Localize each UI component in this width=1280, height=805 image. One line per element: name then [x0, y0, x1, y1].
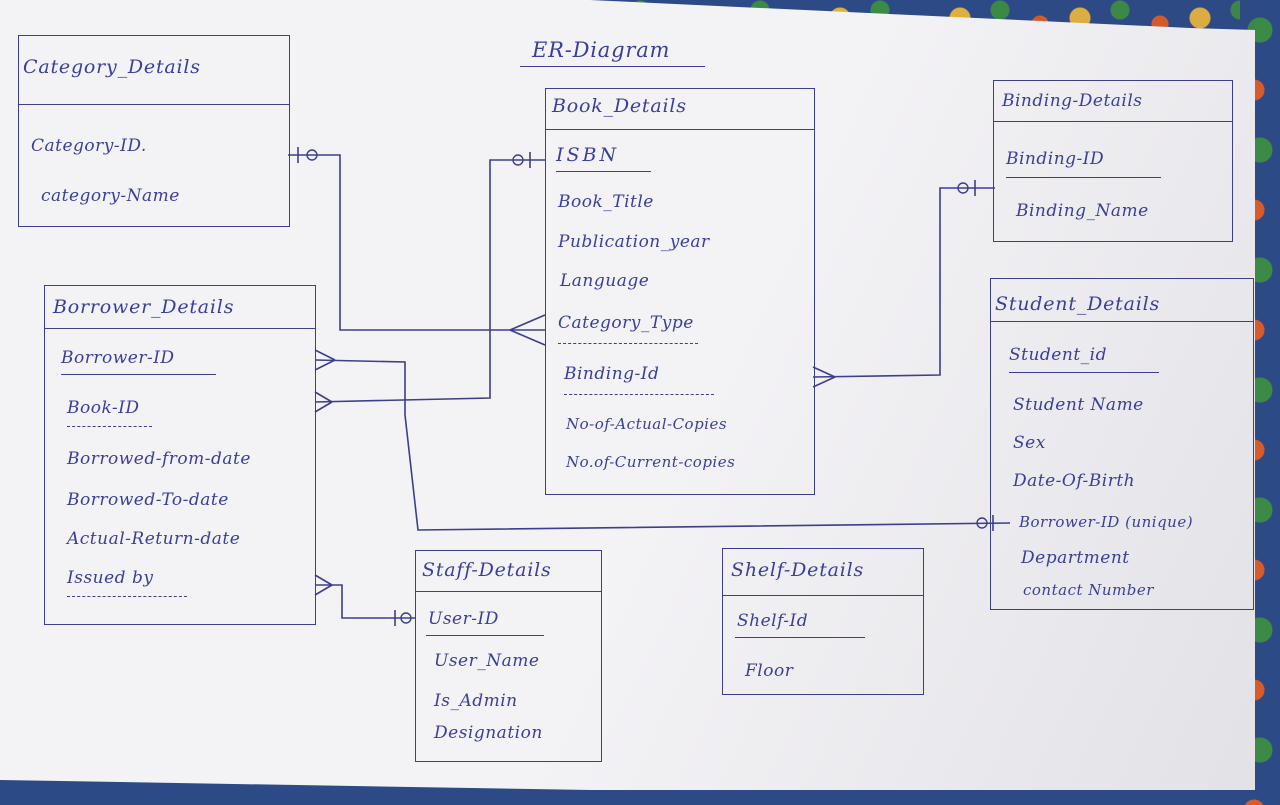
- entity-header: [991, 321, 1253, 322]
- fk-underline: [67, 596, 187, 597]
- attr-book-id: Book-ID: [67, 398, 140, 418]
- entity-name: Binding-Details: [1002, 91, 1143, 111]
- fk-underline: [67, 426, 152, 427]
- rel-borrower-staff: [315, 584, 415, 619]
- attr-designation: Designation: [434, 723, 543, 743]
- entity-name: Staff-Details: [422, 559, 552, 581]
- entity-name: Book_Details: [552, 95, 687, 117]
- entity-header: [723, 549, 923, 596]
- entity-header: [994, 81, 1232, 122]
- pk-underline: [61, 374, 216, 375]
- entity-category-details: Category_Details Category-ID. category-N…: [18, 35, 290, 227]
- attr-department: Department: [1021, 548, 1130, 568]
- entity-header: [45, 328, 315, 329]
- attr-borrowed-from-date: Borrowed-from-date: [67, 449, 251, 469]
- pk-underline: [556, 171, 651, 172]
- attr-floor: Floor: [745, 661, 794, 681]
- attr-binding-id: Binding-Id: [564, 364, 660, 384]
- title-underline: [520, 66, 705, 67]
- entity-binding-details: Binding-Details Binding-ID Binding_Name: [993, 80, 1233, 242]
- entity-header: [416, 551, 601, 592]
- entity-shelf-details: Shelf-Details Shelf-Id Floor: [722, 548, 924, 695]
- attr-date-of-birth: Date-Of-Birth: [1013, 471, 1136, 491]
- rel-borrower-student: [314, 359, 1011, 531]
- rel-binding-book: [812, 187, 995, 378]
- entity-borrower-details: Borrower_Details Borrower-ID Book-ID Bor…: [44, 285, 316, 625]
- attr-language: Language: [560, 271, 650, 291]
- attr-user-name: User_Name: [434, 651, 540, 671]
- fk-underline: [558, 343, 698, 344]
- paper-sheet: [0, 0, 1255, 790]
- attr-category-id: Category-ID.: [31, 136, 147, 156]
- pk-underline: [426, 635, 544, 636]
- attr-publication-year: Publication_year: [558, 232, 710, 252]
- fk-underline: [564, 394, 714, 395]
- entity-name: Borrower_Details: [53, 296, 235, 318]
- rel-category-book: [288, 154, 545, 331]
- attr-no-of-actual-copies: No-of-Actual-Copies: [566, 415, 728, 433]
- entity-student-details: Student_Details Student_id Student Name …: [990, 278, 1254, 610]
- entity-name: Category_Details: [23, 56, 201, 78]
- rel-book-borrower: [314, 159, 545, 403]
- attr-borrowed-to-date: Borrowed-To-date: [67, 490, 229, 510]
- pk-underline: [1006, 177, 1161, 178]
- attr-contact-number: contact Number: [1023, 581, 1154, 599]
- entity-name: Student_Details: [995, 293, 1161, 315]
- attr-borrower-id: Borrower-ID: [61, 348, 175, 368]
- diagram-title: ER-Diagram: [532, 38, 671, 62]
- entity-header: [546, 89, 814, 130]
- attr-binding-id: Binding-ID: [1006, 149, 1105, 169]
- attr-category-type: Category_Type: [558, 313, 694, 333]
- entity-header: [19, 36, 289, 105]
- attr-category-name: category-Name: [41, 186, 180, 206]
- attr-binding-name: Binding_Name: [1016, 201, 1149, 221]
- attr-no-of-current-copies: No.of-Current-copies: [566, 453, 736, 471]
- attr-user-id: User-ID: [428, 609, 499, 629]
- attr-isbn: ISBN: [556, 144, 620, 166]
- attr-student-name: Student Name: [1013, 395, 1144, 415]
- attr-shelf-id: Shelf-Id: [737, 611, 809, 631]
- attr-issued-by: Issued by: [67, 568, 154, 588]
- pk-underline: [1009, 372, 1159, 373]
- attr-borrower-id-unique: Borrower-ID (unique): [1019, 513, 1194, 531]
- entity-name: Shelf-Details: [731, 559, 865, 581]
- attr-student-id: Student_id: [1009, 345, 1107, 365]
- entity-staff-details: Staff-Details User-ID User_Name Is_Admin…: [415, 550, 602, 762]
- attr-sex: Sex: [1013, 433, 1046, 453]
- attr-actual-return-date: Actual-Return-date: [67, 529, 241, 549]
- pk-underline: [735, 637, 865, 638]
- attr-is-admin: Is_Admin: [434, 691, 518, 711]
- entity-book-details: Book_Details ISBN Book_Title Publication…: [545, 88, 815, 495]
- attr-book-title: Book_Title: [558, 192, 654, 212]
